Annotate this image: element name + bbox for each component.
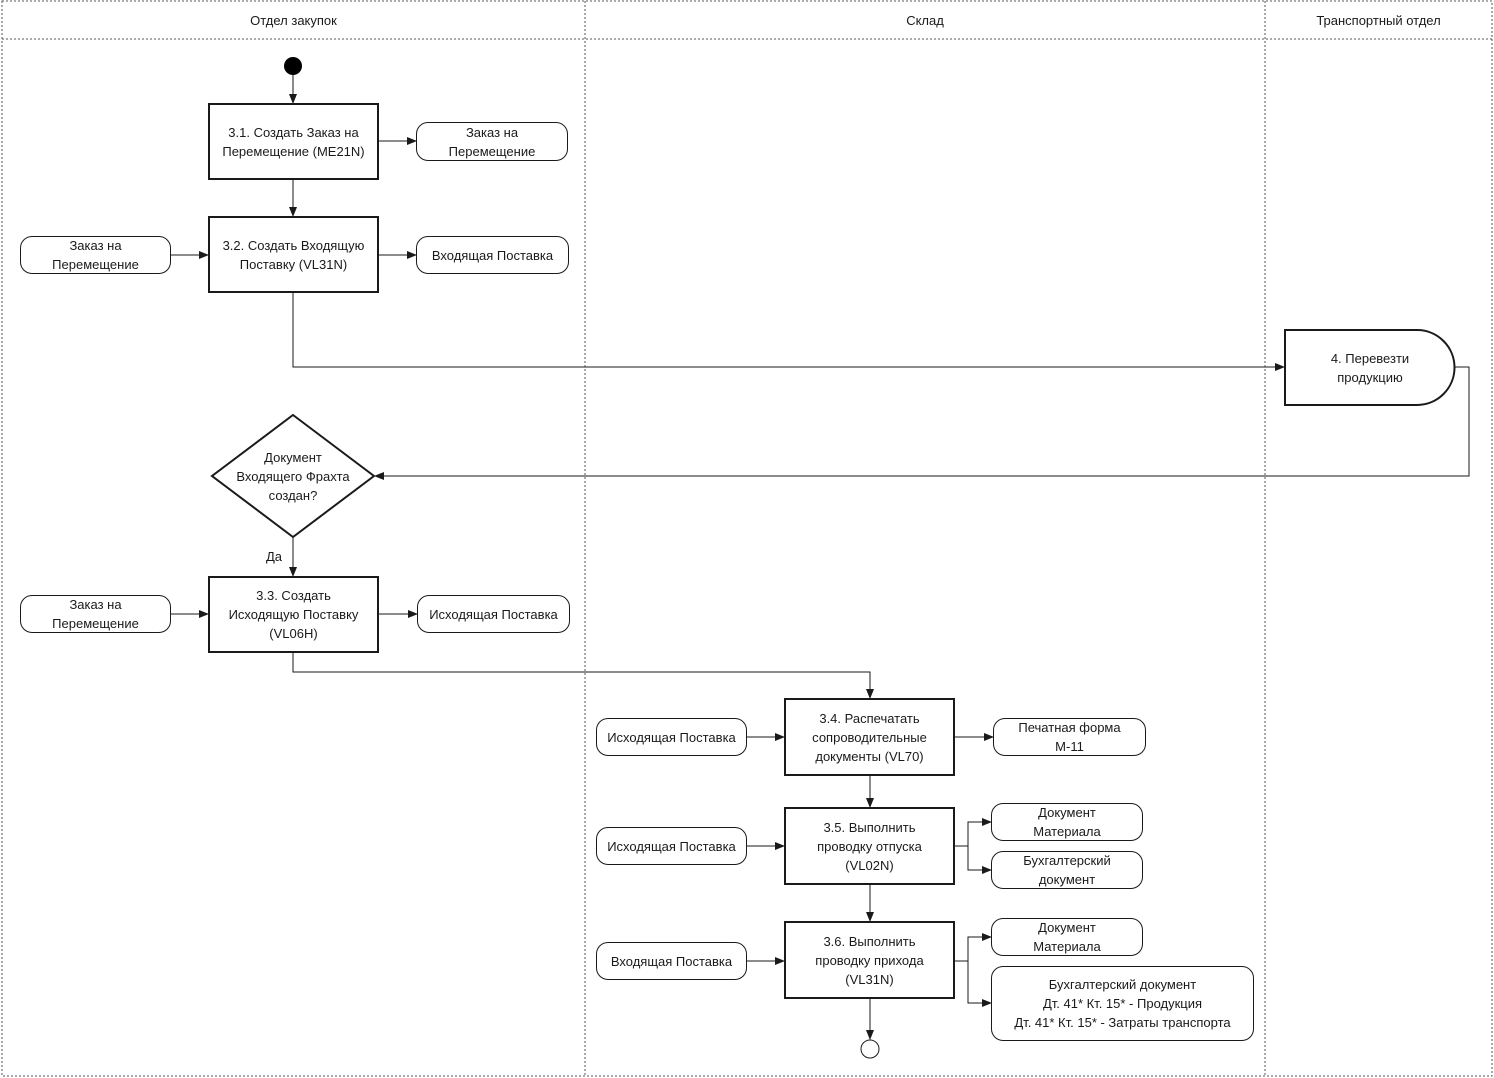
connector-35-accdoc [967, 846, 992, 874]
doc-inbound-in-3-6[interactable]: Входящая Поставка [596, 942, 747, 980]
connector-35-matdoc [955, 818, 992, 847]
doc-accounting-3-5[interactable]: Бухгалтерский документ [991, 851, 1143, 889]
doc-outbound-in-3-5[interactable]: Исходящая Поставка [596, 827, 747, 865]
doc-material-3-5[interactable]: Документ Материала [991, 803, 1143, 841]
decision-yes-label: Да [265, 548, 283, 564]
connector-32-4 [292, 293, 1285, 371]
doc-inbound-out-3-2[interactable]: Входящая Поставка [416, 236, 569, 274]
doc-order-out-3-1[interactable]: Заказ на Перемещение [416, 122, 568, 161]
step-4-shape [1284, 329, 1456, 406]
start-node [284, 57, 302, 75]
step-3-3[interactable]: 3.3. Создать Исходящую Поставку (VL06H) [208, 576, 379, 653]
end-node [860, 1039, 880, 1059]
step-3-4[interactable]: 3.4. Распечатать сопроводительные докуме… [784, 698, 955, 776]
doc-accounting-3-6[interactable]: Бухгалтерский документ Дт. 41* Кт. 15* -… [991, 966, 1254, 1041]
connectors [171, 75, 1470, 1040]
lane-header-warehouse: Склад [906, 12, 944, 28]
connector-4-decision [374, 366, 1470, 480]
lane-header-purchasing: Отдел закупок [250, 12, 337, 28]
doc-print-form-3-4[interactable]: Печатная форма М-11 [993, 718, 1146, 756]
step-3-6[interactable]: 3.6. Выполнить проводку прихода (VL31N) [784, 921, 955, 999]
connector-36-accdoc [967, 961, 992, 1007]
lane-header-transport: Транспортный отдел [1316, 12, 1441, 28]
step-3-2[interactable]: 3.2. Создать Входящую Поставку (VL31N) [208, 216, 379, 293]
decision-label[interactable]: Документ Входящего Фрахта создан? [236, 449, 350, 503]
doc-order-in-3-2[interactable]: Заказ на Перемещение [20, 236, 171, 274]
connector-33-34 [292, 653, 874, 699]
step-3-1[interactable]: 3.1. Создать Заказ на Перемещение (ME21N… [208, 103, 379, 180]
step-3-5[interactable]: 3.5. Выполнить проводку отпуска (VL02N) [784, 807, 955, 885]
connector-36-matdoc [955, 933, 992, 962]
doc-order-in-3-3[interactable]: Заказ на Перемещение [20, 595, 171, 633]
doc-outbound-in-3-4[interactable]: Исходящая Поставка [596, 718, 747, 756]
doc-material-3-6[interactable]: Документ Материала [991, 918, 1143, 956]
step-4-label[interactable]: 4. Перевезти продукцию [1330, 350, 1410, 385]
doc-outbound-out-3-3[interactable]: Исходящая Поставка [417, 595, 570, 633]
